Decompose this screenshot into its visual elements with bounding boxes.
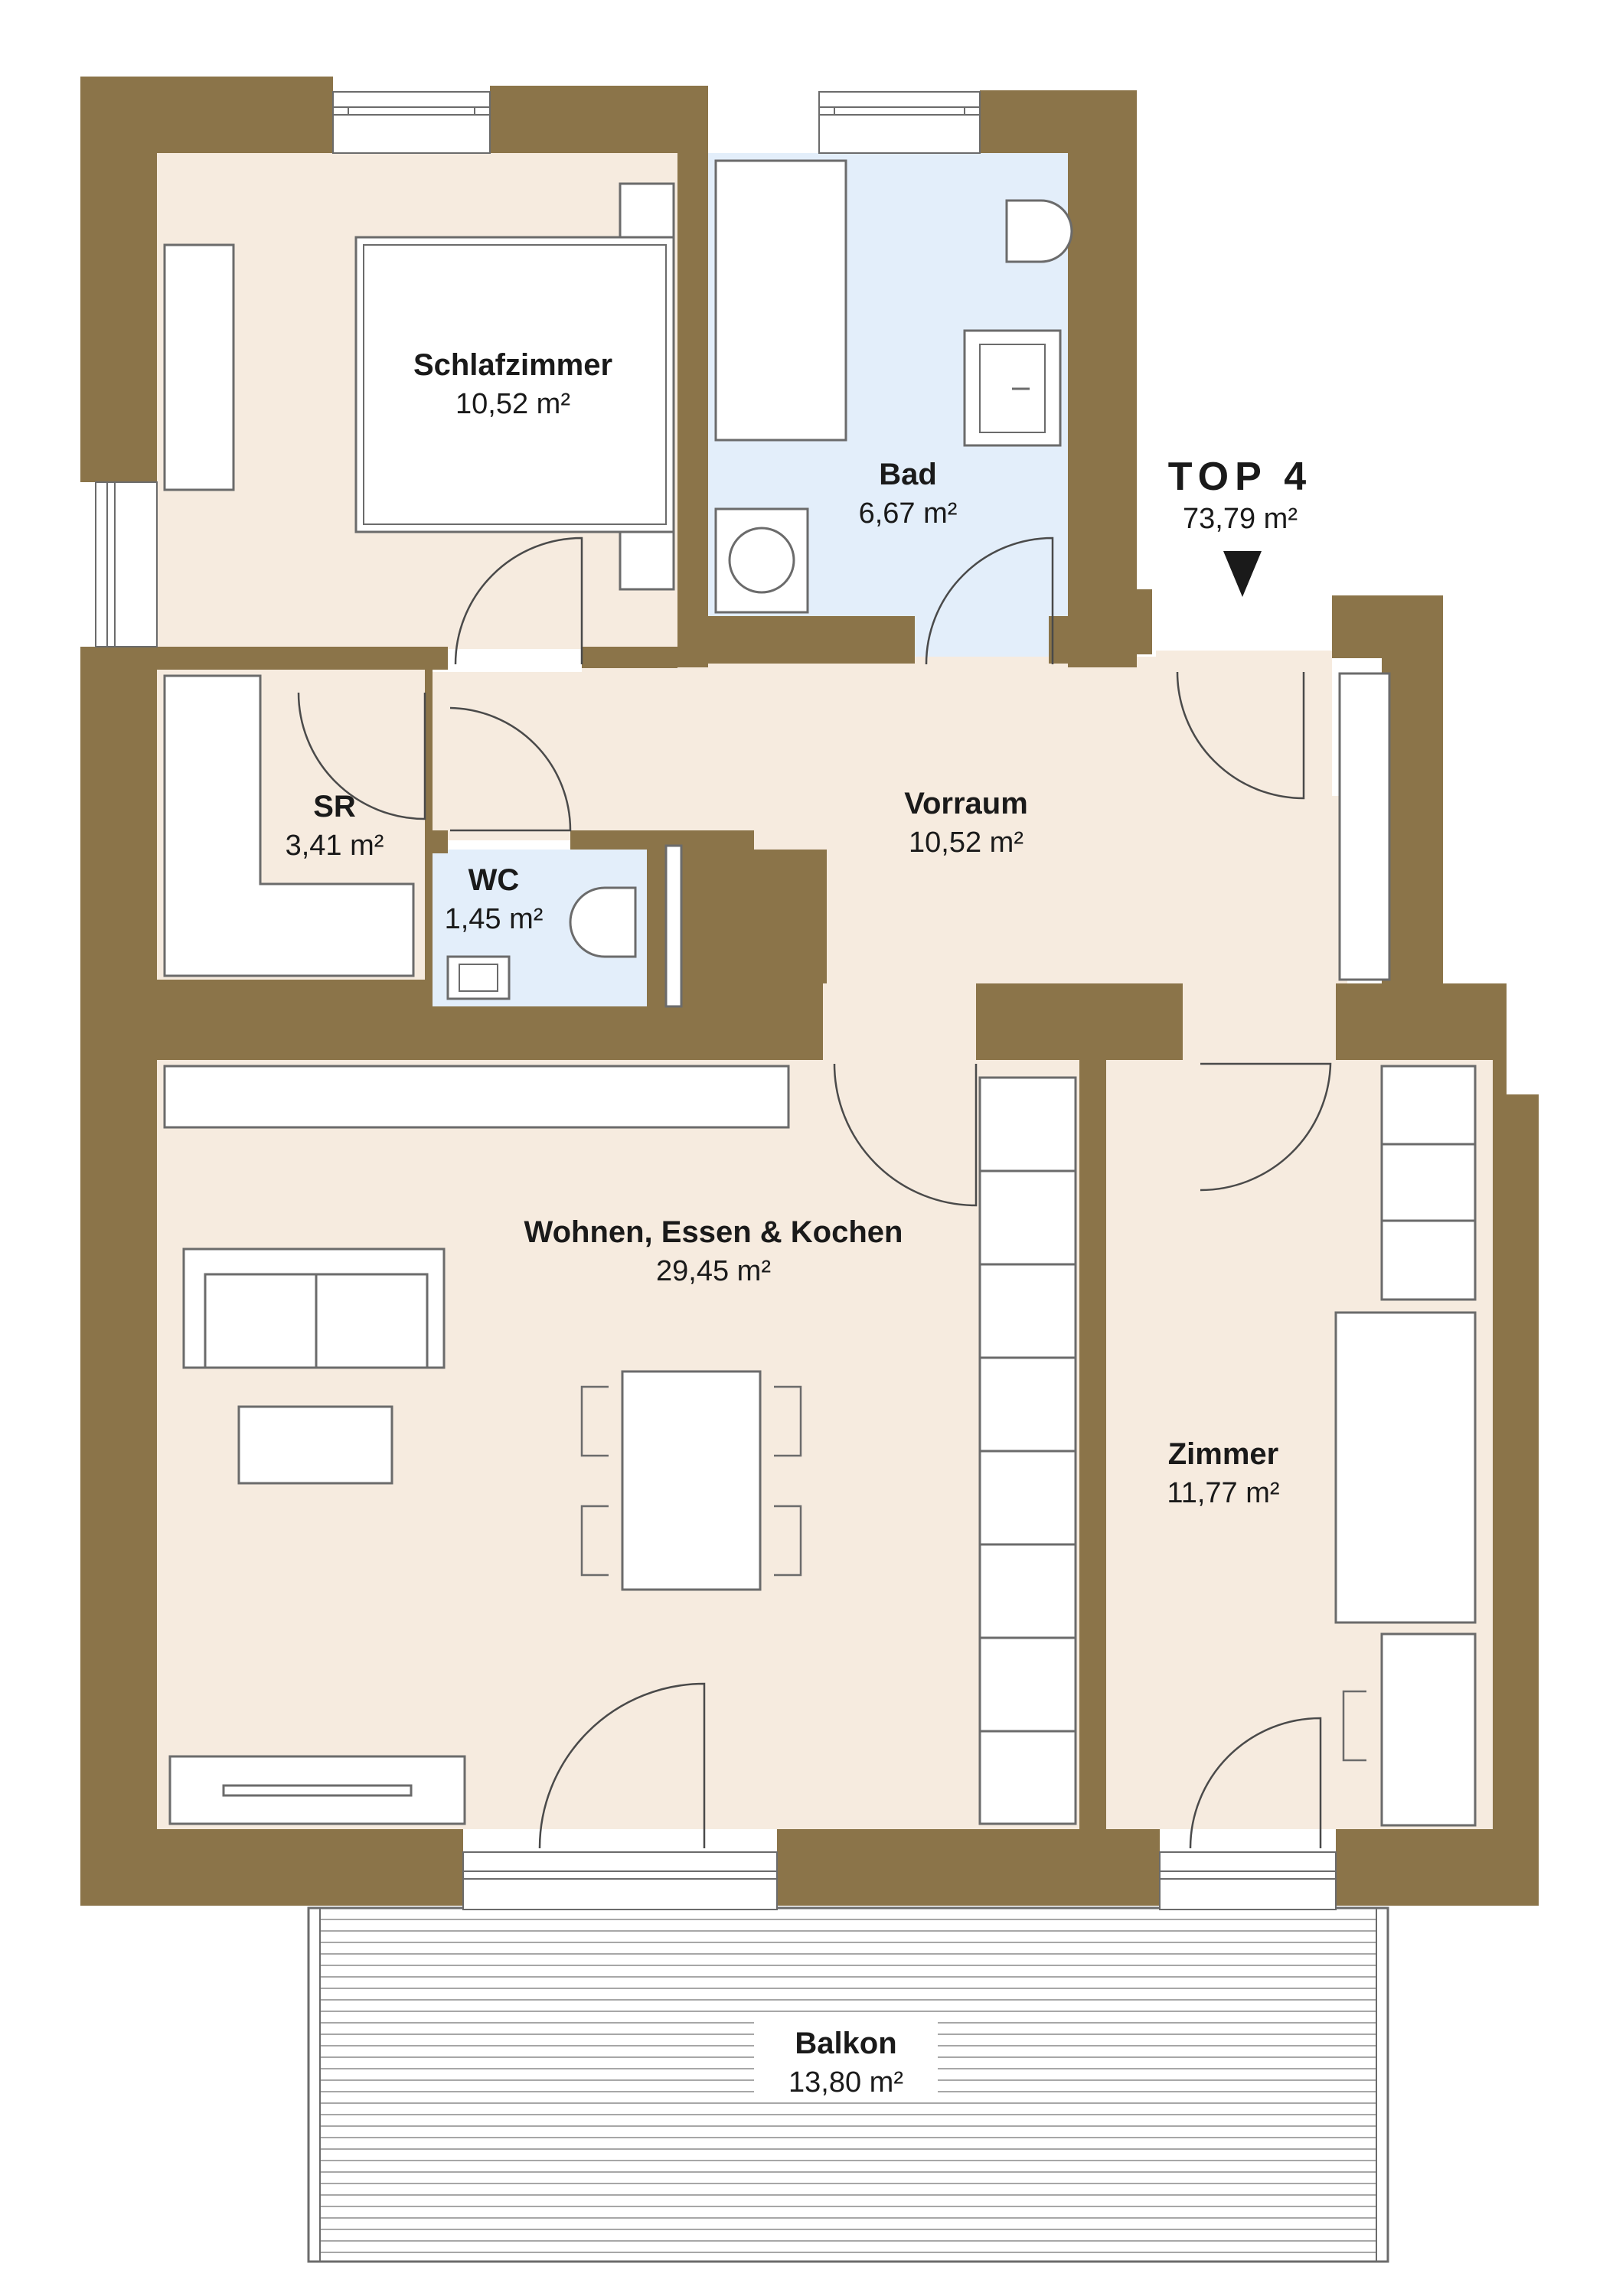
room-labels: TOP 4 73,79 m² Schlafzimmer 10,52 m² Bad… [286, 348, 1312, 2101]
kitchen-cabinet-dividers [980, 1169, 1076, 1733]
room-name-wohnen: Wohnen, Essen & Kochen [524, 1215, 903, 1249]
wc-shelf [664, 844, 683, 1008]
kitchen-counter [163, 1065, 790, 1129]
entrance-arrow-icon [1223, 551, 1262, 597]
room-area-balkon: 13,80 m² [788, 2066, 903, 2099]
floor-vorraum [429, 651, 1347, 1064]
door-bad [925, 536, 1054, 665]
wardrobe-vorraum [1338, 672, 1391, 981]
room-name-sr: SR [313, 790, 356, 823]
door-entrance [1176, 671, 1305, 800]
bed [354, 236, 675, 533]
window-bad [818, 91, 981, 154]
room-name-bad: Bad [879, 458, 937, 491]
window-schlafzimmer [332, 91, 491, 154]
wall-openings [823, 983, 1336, 1060]
balcony [307, 1906, 1389, 2263]
door-balkon [538, 1682, 706, 1849]
nightstand-bottom [619, 530, 675, 591]
washbasin-wc [446, 955, 511, 1000]
dining-chairs [580, 1385, 802, 1577]
window-zimmer [1159, 1851, 1337, 1910]
room-name-schlafzimmer: Schlafzimmer [413, 348, 612, 382]
room-area-zimmer: 11,77 m² [1167, 1477, 1279, 1509]
toilet-bad [1005, 199, 1073, 263]
door-wc [449, 706, 572, 832]
room-name-balkon: Balkon [795, 2027, 896, 2060]
room-name-wc: WC [468, 863, 520, 897]
unit-title: TOP 4 [1168, 455, 1312, 499]
windows [95, 91, 1337, 1910]
bed-zimmer [1334, 1311, 1477, 1624]
dining-table [621, 1370, 762, 1591]
room-area-wohnen: 29,45 m² [656, 1255, 771, 1287]
wardrobe-schlafzimmer [163, 243, 235, 491]
door-wohnen [833, 1063, 978, 1207]
shelf-sr [163, 674, 415, 977]
room-name-zimmer: Zimmer [1168, 1437, 1279, 1471]
door-swings [297, 536, 1332, 1849]
shelf-zimmer [1380, 1065, 1477, 1301]
furniture [163, 159, 1477, 1827]
room-area-sr: 3,41 m² [286, 830, 384, 862]
desk-zimmer [1380, 1632, 1477, 1827]
coffee-table [237, 1405, 393, 1485]
door-zimmer [1200, 1062, 1332, 1192]
toilet-wc [569, 886, 637, 958]
room-area-vorraum: 10,52 m² [909, 827, 1023, 859]
door-schlafzimmer [454, 536, 583, 665]
bathtub [714, 159, 847, 442]
room-area-schlafzimmer: 10,52 m² [455, 388, 570, 420]
window-left-schlafzimmer [95, 481, 158, 647]
door-sr [297, 692, 426, 820]
window-wohnen [462, 1851, 778, 1910]
desk-chair [1342, 1690, 1366, 1762]
door-zimmer-balkon [1189, 1717, 1322, 1849]
walls [80, 77, 1539, 1906]
nightstand-top [619, 182, 675, 239]
room-area-bad: 6,67 m² [859, 497, 958, 530]
balcony-decking-lines [320, 1919, 1376, 2253]
unit-area: 73,79 m² [1183, 503, 1298, 535]
room-area-wc: 1,45 m² [445, 903, 544, 935]
room-name-vorraum: Vorraum [904, 787, 1028, 820]
